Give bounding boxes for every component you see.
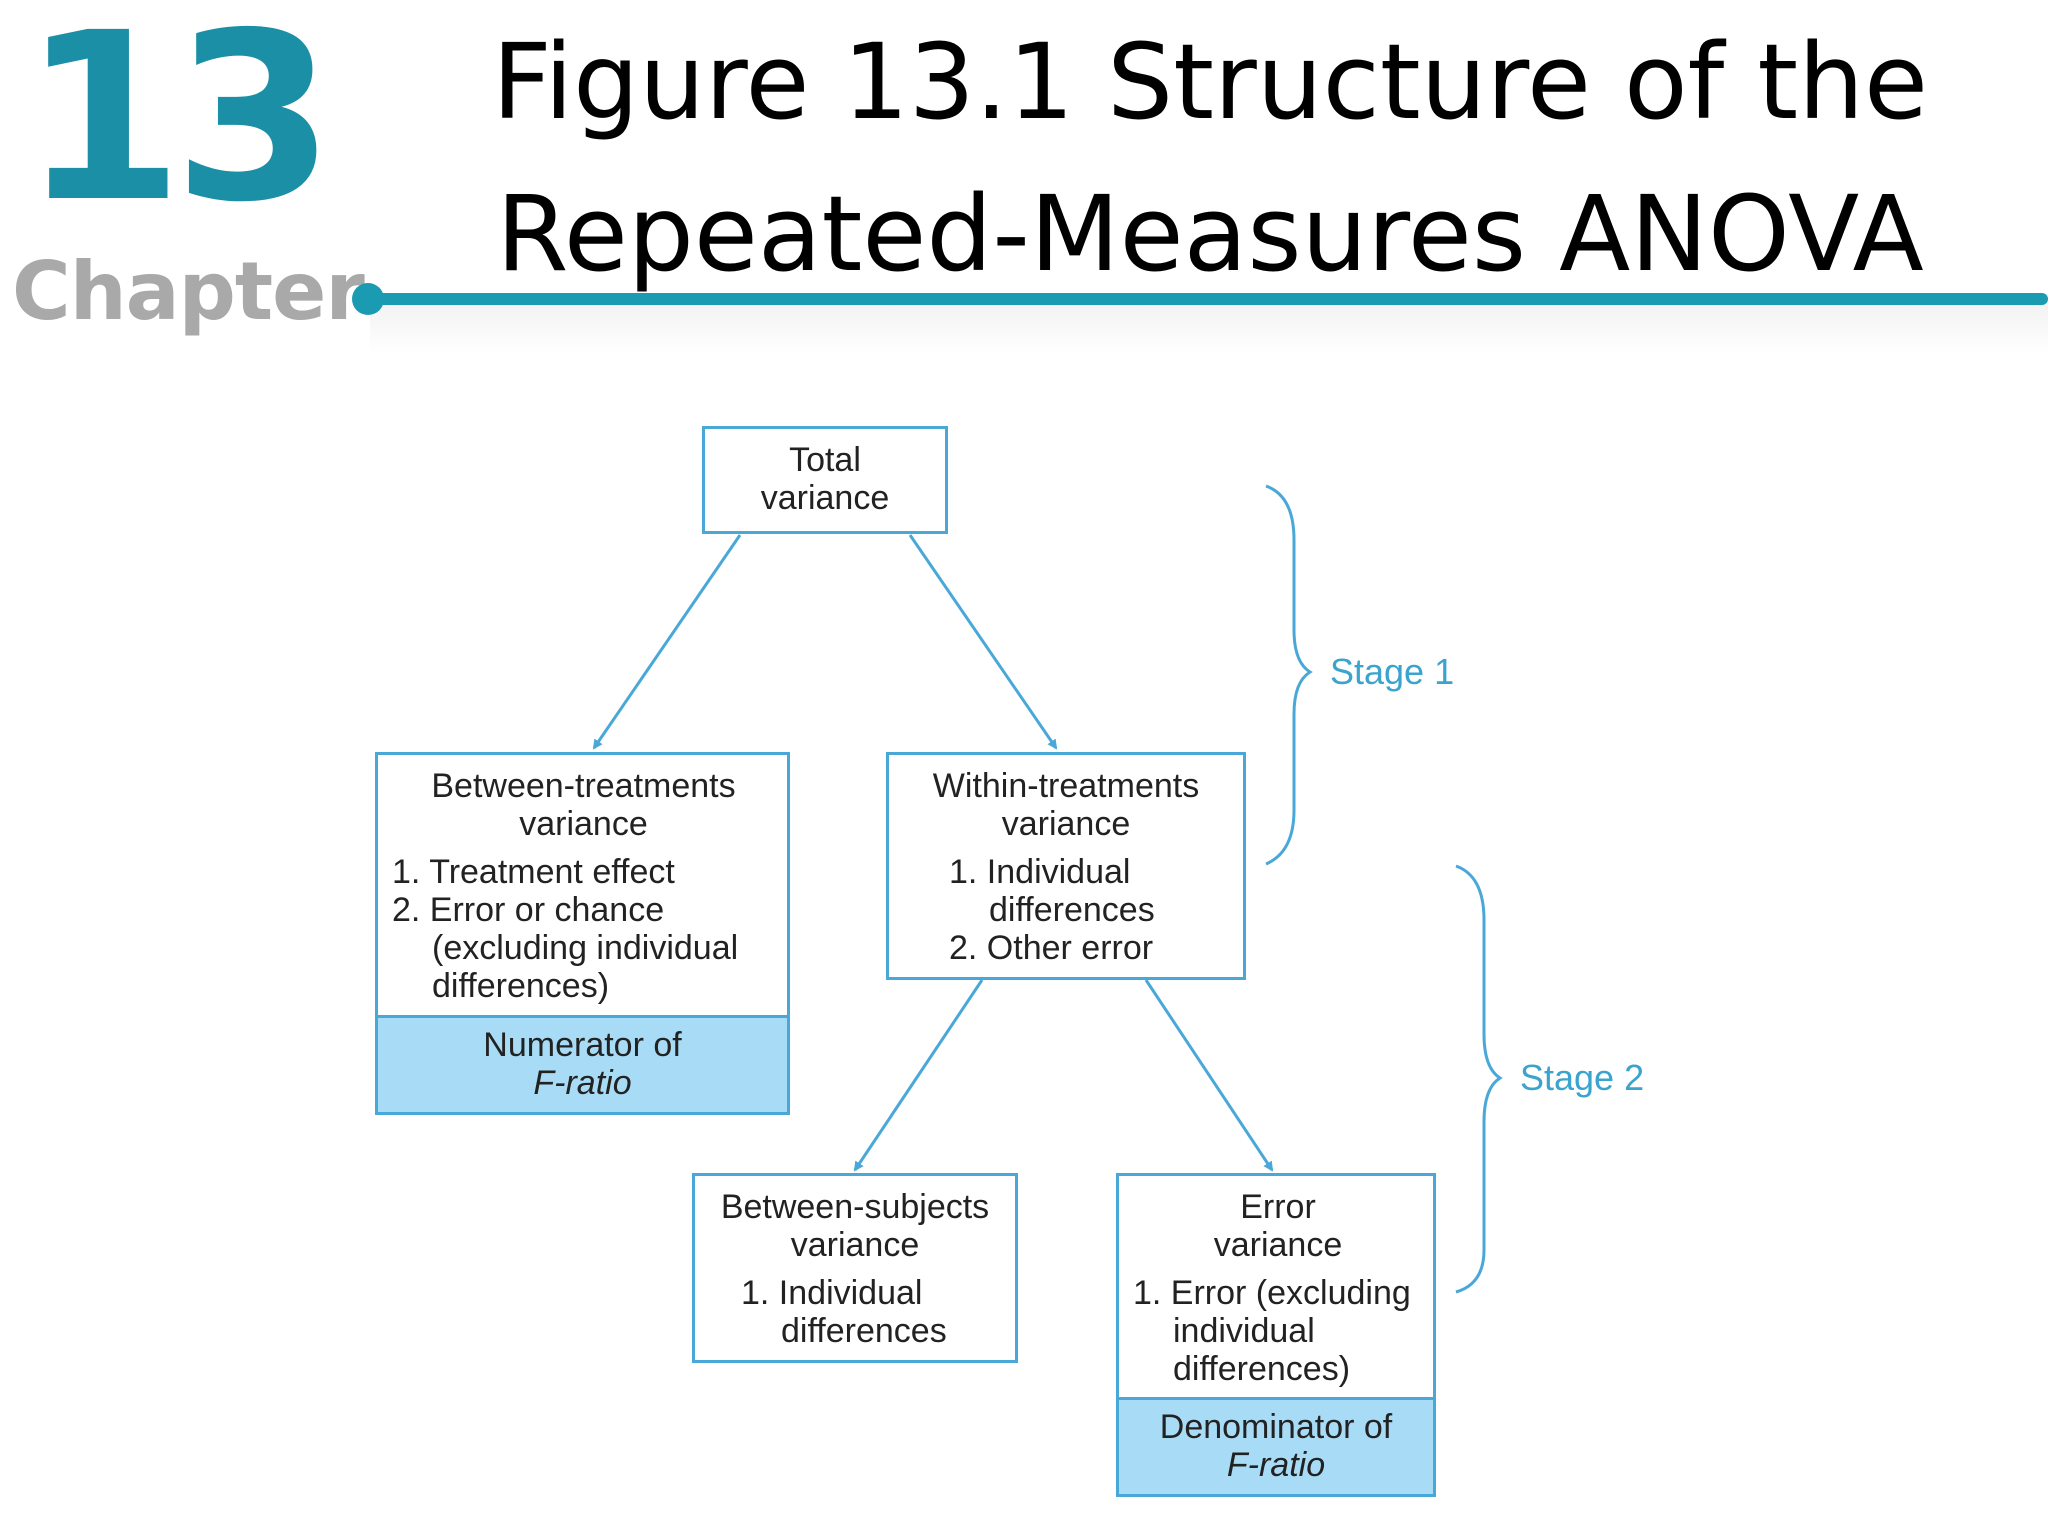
- title-line-1: Figure 13.1 Structure of the: [491, 21, 1929, 143]
- stage2-label: Stage 2: [1520, 1057, 1645, 1098]
- chapter-number: 13: [22, 0, 335, 253]
- page-title: Figure 13.1 Structure of the Repeated-Me…: [380, 6, 2040, 310]
- header-shade: [370, 305, 2048, 355]
- within-treatments-components: 1. Individual differences 2. Other error: [949, 853, 1203, 967]
- between-subjects-item-1: 1. Individual differences: [741, 1274, 947, 1350]
- total-variance-label-1: Total: [789, 441, 861, 479]
- between-subjects-box: Between-subjects variance 1. Individual …: [692, 1173, 1018, 1363]
- chapter-label: Chapter: [12, 245, 365, 338]
- between-treatments-components: 1. Treatment effect 2. Error or chance (…: [392, 853, 775, 1005]
- error-variance-item-1: 1. Error (excluding individual differenc…: [1133, 1274, 1411, 1388]
- header-rule-dot: [352, 283, 384, 315]
- within-treatments-box: Within-treatments variance 1. Individual…: [886, 752, 1246, 980]
- denominator-footer-line-1: Denominator of: [1159, 1408, 1393, 1446]
- between-subjects-heading-2: variance: [790, 1226, 920, 1264]
- stage1-brace: [1265, 484, 1313, 866]
- denominator-footer-line-2: F-ratio: [1226, 1446, 1326, 1484]
- within-treatments-heading-2: variance: [1001, 805, 1131, 843]
- arrow-within-to-between-subjects: [853, 979, 984, 1172]
- arrow-total-to-within-treatments: [908, 534, 1058, 750]
- within-treatments-heading-1: Within-treatments: [932, 767, 1200, 805]
- within-treatments-item-1: 1. Individual differences: [949, 853, 1155, 929]
- denominator-footer: Denominator of F-ratio: [1119, 1397, 1433, 1494]
- between-treatments-heading-2: variance: [519, 805, 648, 843]
- total-variance-box: Total variance: [702, 426, 948, 534]
- between-treatments-item-2: 2. Error or chance (excluding individual…: [392, 891, 739, 1005]
- within-treatments-item-2: 2. Other error: [949, 929, 1154, 967]
- error-variance-heading-2: variance: [1213, 1226, 1343, 1264]
- error-variance-heading-1: Error: [1240, 1188, 1316, 1226]
- between-treatments-heading-1: Between-treatments: [431, 767, 736, 805]
- numerator-footer: Numerator of F-ratio: [378, 1015, 787, 1112]
- title-line-2: Repeated-Measures ANOVA: [496, 173, 1924, 295]
- numerator-footer-line-2: F-ratio: [533, 1064, 632, 1102]
- arrow-within-to-error: [1144, 979, 1274, 1172]
- numerator-footer-line-1: Numerator of: [483, 1026, 682, 1064]
- between-subjects-components: 1. Individual differences: [741, 1274, 975, 1350]
- header-rule: [368, 293, 2048, 305]
- arrow-total-to-between-treatments: [592, 534, 742, 750]
- total-variance-label-2: variance: [760, 479, 890, 517]
- stage1-label: Stage 1: [1330, 651, 1455, 692]
- between-treatments-item-1: 1. Treatment effect: [392, 853, 675, 891]
- error-variance-box: Error variance 1. Error (excluding indiv…: [1116, 1173, 1436, 1497]
- error-variance-components: 1. Error (excluding individual differenc…: [1133, 1274, 1423, 1388]
- between-subjects-heading-1: Between-subjects: [720, 1188, 990, 1226]
- stage2-brace: [1455, 864, 1503, 1294]
- between-treatments-box: Between-treatments variance 1. Treatment…: [375, 752, 790, 1115]
